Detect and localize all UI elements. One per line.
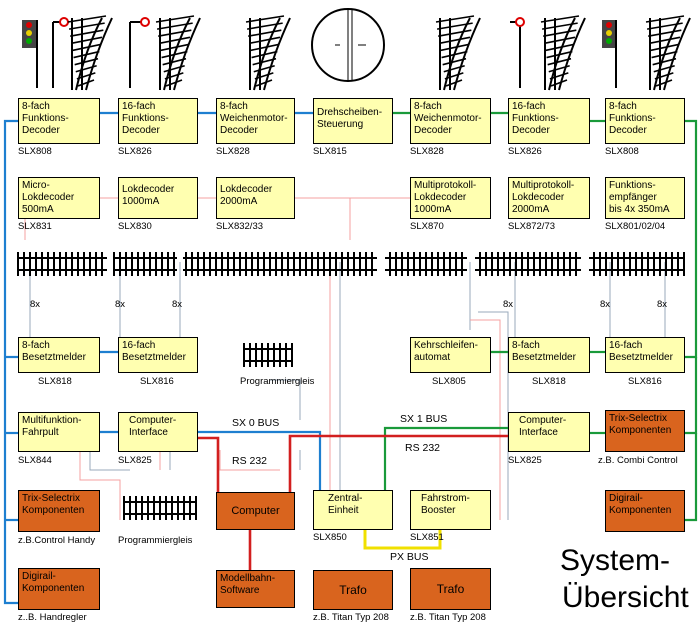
code-slx828-right: SLX828 bbox=[410, 146, 444, 157]
signal-light-icon bbox=[602, 20, 617, 88]
code-slx830: SLX830 bbox=[118, 221, 152, 232]
box-slx850: Zentral- Einheit bbox=[313, 490, 393, 530]
code-slx818-right: SLX818 bbox=[532, 376, 566, 387]
code-slx832: SLX832/33 bbox=[216, 221, 264, 232]
caption-trix-left: z.B.Control Handy bbox=[18, 535, 96, 546]
box-slx808-right: 8-fach Funktions- Decoder bbox=[605, 98, 685, 144]
prog-track-label-top: Programmiergleis bbox=[240, 376, 315, 387]
turnout-icon bbox=[645, 15, 691, 91]
turntable-icon bbox=[311, 8, 385, 82]
semaphore-signal-icon bbox=[129, 17, 150, 88]
box-slx826-right: 16-fach Funktions- Decoder bbox=[508, 98, 590, 144]
box-slx816-right: 16-fach Besetztmelder bbox=[605, 337, 685, 373]
sx1-bus-lines bbox=[383, 111, 698, 522]
turnout-icon bbox=[155, 15, 201, 91]
box-slx828-right: 8-fach Weichenmotor- Decoder bbox=[410, 98, 491, 144]
rs232-label-right: RS 232 bbox=[405, 442, 441, 454]
code-slx825-left: SLX825 bbox=[118, 455, 152, 466]
code-slx808-left: SLX808 bbox=[18, 146, 52, 157]
code-slx872: SLX872/73 bbox=[508, 221, 556, 232]
x8-label: 8x bbox=[115, 299, 126, 310]
signal-light-icon bbox=[22, 20, 38, 88]
box-slx816-left: 16-fach Besetztmelder bbox=[118, 337, 198, 373]
px-bus-line bbox=[363, 530, 442, 550]
box-slx870: Multiprotokoll- Lokdecoder 1000mA bbox=[410, 177, 491, 219]
box-slx815: Drehscheiben- Steuerung bbox=[313, 98, 393, 144]
box-slx801: Funktions- empfänger bis 4x 350mA bbox=[605, 177, 685, 219]
box-slx851: Fahrstrom- Booster bbox=[410, 490, 491, 530]
code-slx801: SLX801/02/04 bbox=[605, 221, 666, 232]
code-slx815: SLX815 bbox=[313, 146, 347, 157]
caption-trafo-2: z.B. Titan Typ 208 bbox=[410, 612, 486, 623]
box-slx818-left: 8-fach Besetztmelder bbox=[18, 337, 100, 373]
box-slx828-left: 8-fach Weichenmotor- Decoder bbox=[216, 98, 295, 144]
box-slx825-right: Computer- Interface bbox=[508, 412, 590, 452]
code-slx828-left: SLX828 bbox=[216, 146, 250, 157]
sx0-bus-label: SX 0 BUS bbox=[232, 417, 280, 429]
x8-label: 8x bbox=[503, 299, 514, 310]
box-trafo-1: Trafo bbox=[313, 570, 393, 610]
title-line-2: Übersicht bbox=[562, 581, 689, 614]
semaphore-signal-icon bbox=[52, 17, 69, 88]
code-slx826-right: SLX826 bbox=[508, 146, 542, 157]
box-slx830: Lokdecoder 1000mA bbox=[118, 177, 198, 219]
programming-track-top bbox=[243, 343, 293, 367]
caption-digirail-left: z..B. Handregler bbox=[18, 612, 87, 623]
x8-label: 8x bbox=[657, 299, 668, 310]
title-line-1: System- bbox=[560, 544, 671, 577]
box-slx832: Lokdecoder 2000mA bbox=[216, 177, 295, 219]
code-slx844: SLX844 bbox=[18, 455, 52, 466]
code-slx831: SLX831 bbox=[18, 221, 52, 232]
caption-trix-right: z.B. Combi Control bbox=[598, 455, 678, 466]
code-slx870: SLX870 bbox=[410, 221, 444, 232]
turnout-icon bbox=[435, 15, 481, 91]
px-bus-label: PX BUS bbox=[390, 551, 429, 563]
x8-label: 8x bbox=[600, 299, 611, 310]
code-slx825-right: SLX825 bbox=[508, 455, 542, 466]
box-software: Modellbahn- Software bbox=[216, 570, 295, 608]
box-trafo-2: Trafo bbox=[410, 568, 491, 610]
box-slx818-right: 8-fach Besetztmelder bbox=[508, 337, 590, 373]
box-slx808-left: 8-fach Funktions- Decoder bbox=[18, 98, 100, 144]
code-slx816-right: SLX816 bbox=[628, 376, 662, 387]
box-slx844: Multifunktion- Fahrpult bbox=[18, 412, 100, 452]
rs232-label-left: RS 232 bbox=[232, 455, 268, 467]
sx0-bus-lines bbox=[3, 111, 322, 605]
programming-track-bottom bbox=[123, 496, 197, 520]
sx1-bus-label: SX 1 BUS bbox=[400, 413, 448, 425]
code-slx826-left: SLX826 bbox=[118, 146, 152, 157]
code-slx851: SLX851 bbox=[410, 532, 444, 543]
box-digirail-left: Digirail- Komponenten bbox=[18, 568, 100, 610]
box-trix-right: Trix-Selectrix Komponenten bbox=[605, 410, 685, 452]
code-slx850: SLX850 bbox=[313, 532, 347, 543]
caption-trafo-1: z.B. Titan Typ 208 bbox=[313, 612, 389, 623]
x8-label: 8x bbox=[30, 299, 41, 310]
prog-track-label-bottom: Programmiergleis bbox=[118, 535, 193, 546]
box-computer: Computer bbox=[216, 492, 295, 530]
x8-label: 8x bbox=[172, 299, 183, 310]
rs232-lines bbox=[198, 434, 508, 570]
box-slx825-left: Computer- Interface bbox=[118, 412, 198, 452]
turnout-icon bbox=[540, 15, 586, 91]
box-slx831: Micro- Lokdecoder 500mA bbox=[18, 177, 100, 219]
code-slx818-left: SLX818 bbox=[38, 376, 72, 387]
box-slx805: Kehrschleifen- automat bbox=[410, 337, 491, 373]
code-slx808-right: SLX808 bbox=[605, 146, 639, 157]
turnout-icon bbox=[67, 15, 113, 91]
main-track bbox=[17, 252, 685, 276]
box-trix-left: Trix-Selectrix Komponenten bbox=[18, 490, 100, 532]
box-digirail-right: Digirail- Komponenten bbox=[605, 490, 685, 532]
box-slx826-left: 16-fach Funktions- Decoder bbox=[118, 98, 198, 144]
turnout-icon bbox=[245, 15, 291, 91]
code-slx816-left: SLX816 bbox=[140, 376, 174, 387]
semaphore-signal-icon bbox=[510, 17, 525, 88]
box-slx872: Multiprotokoll- Lokdecoder 2000mA bbox=[508, 177, 590, 219]
code-slx805: SLX805 bbox=[432, 376, 466, 387]
